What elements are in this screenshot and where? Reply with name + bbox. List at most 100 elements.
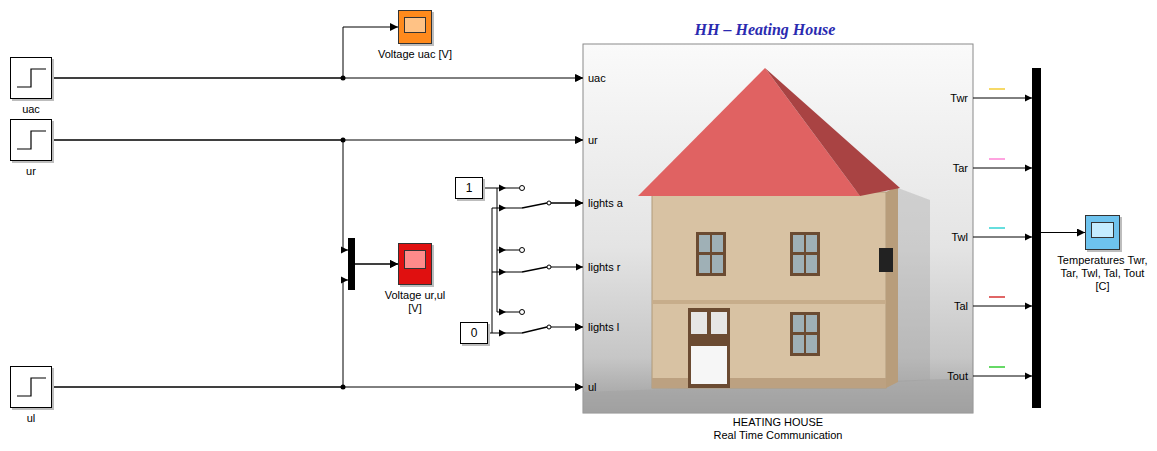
step-icon bbox=[11, 367, 51, 407]
signal-color-tick bbox=[989, 88, 1005, 89]
house-picture bbox=[583, 44, 973, 413]
block-label: uac bbox=[22, 103, 40, 116]
port-arrowhead bbox=[576, 137, 583, 144]
port-arrowhead bbox=[1025, 234, 1032, 241]
port-arrowhead bbox=[1025, 95, 1032, 102]
switch-terminal bbox=[520, 248, 525, 253]
port-arrowhead bbox=[499, 269, 506, 276]
const-block: 0 bbox=[460, 322, 488, 344]
house-facade bbox=[652, 192, 886, 388]
signal-line bbox=[52, 78, 583, 79]
facade-base bbox=[652, 378, 886, 388]
switch-contact bbox=[506, 250, 519, 251]
screen bbox=[1091, 222, 1114, 238]
step-icon bbox=[11, 58, 51, 98]
block-label: HEATING HOUSE bbox=[714, 416, 843, 429]
branch-dot bbox=[341, 76, 346, 81]
port-name: Twr bbox=[950, 92, 968, 105]
door-pane bbox=[711, 312, 727, 334]
port-arrowhead bbox=[1025, 165, 1032, 172]
port-name: Tal bbox=[954, 300, 968, 313]
block-label: Real Time Communication bbox=[714, 429, 843, 442]
switch-arm bbox=[522, 203, 547, 208]
switch-arm bbox=[522, 327, 547, 333]
port-name: ul bbox=[588, 381, 597, 394]
switch-terminal bbox=[547, 325, 551, 329]
constant-value: 1 bbox=[466, 182, 473, 195]
port-arrowhead bbox=[576, 324, 583, 331]
switch-terminal bbox=[547, 201, 551, 205]
window bbox=[790, 312, 820, 356]
display-block: Voltage ur,ul [V] bbox=[398, 243, 432, 285]
door bbox=[688, 308, 730, 388]
signal-line bbox=[52, 27, 398, 78]
wall-box bbox=[879, 248, 893, 272]
port-arrowhead bbox=[576, 75, 583, 82]
caption: uac bbox=[22, 103, 40, 116]
switch-contact bbox=[506, 333, 522, 334]
port-name: lights a bbox=[588, 197, 623, 210]
caption: ur bbox=[26, 165, 36, 178]
port-arrowhead bbox=[499, 309, 506, 316]
block-label: ul bbox=[27, 412, 36, 425]
house-block: HEATING HOUSEReal Time Communication bbox=[583, 44, 973, 413]
caption: 0 bbox=[471, 327, 478, 340]
step-block: uac bbox=[10, 57, 52, 99]
port-name: Tar bbox=[953, 162, 968, 175]
door-pane bbox=[691, 312, 707, 334]
caption: Voltage uac [V] bbox=[378, 48, 452, 61]
step-waveform bbox=[17, 378, 46, 396]
switch-contact bbox=[506, 272, 522, 273]
switch-arm bbox=[522, 267, 547, 272]
port-name: ur bbox=[588, 134, 598, 147]
port-name: Twl bbox=[952, 231, 969, 244]
roof-side bbox=[765, 68, 900, 196]
signal-line bbox=[52, 264, 398, 387]
block-label: ur bbox=[26, 165, 36, 178]
block-label: Voltage uac [V] bbox=[378, 48, 452, 61]
step-block: ur bbox=[10, 119, 52, 161]
screen bbox=[404, 250, 426, 269]
constant-value: 0 bbox=[471, 327, 478, 340]
switch-terminal bbox=[520, 186, 525, 191]
port-arrowhead bbox=[499, 330, 506, 337]
port-arrowhead bbox=[499, 185, 506, 192]
scope-block: Temperatures Twr, Tar, Twl, Tal, Tout [C… bbox=[1085, 215, 1120, 250]
caption: ul bbox=[27, 412, 36, 425]
port-name: lights l bbox=[588, 321, 619, 334]
switch-terminal bbox=[520, 310, 525, 315]
signal-color-tick bbox=[989, 158, 1005, 159]
door-panel bbox=[691, 346, 727, 384]
signal-line bbox=[52, 140, 398, 264]
diagram-title: HH – Heating House bbox=[695, 21, 836, 39]
signal-color-tick bbox=[989, 227, 1005, 228]
caption: Voltage ur,ul [V] bbox=[384, 289, 446, 315]
block-label: Temperatures Twr, Tar, Twl, Tal, Tout [C… bbox=[1053, 254, 1153, 293]
port-name: uac bbox=[588, 72, 606, 85]
block-background bbox=[583, 44, 973, 413]
switch-contact bbox=[506, 208, 522, 209]
port-arrowhead bbox=[499, 205, 506, 212]
window bbox=[790, 232, 820, 276]
signal-color-tick bbox=[989, 366, 1005, 367]
switch-contact bbox=[506, 312, 519, 313]
signal-line bbox=[483, 188, 583, 312]
port-arrowhead bbox=[576, 200, 583, 207]
port-name: lights r bbox=[588, 261, 620, 274]
house-shadow bbox=[898, 188, 930, 382]
step-waveform bbox=[17, 69, 46, 87]
signal-color-tick bbox=[989, 296, 1005, 297]
caption: 1 bbox=[466, 182, 473, 195]
branch-dot bbox=[341, 385, 346, 390]
block-label: Voltage ur,ul [V] bbox=[384, 289, 446, 315]
screen bbox=[404, 17, 426, 33]
port-arrowhead bbox=[1025, 373, 1032, 380]
facade-band bbox=[652, 300, 886, 304]
switch-contact bbox=[506, 188, 519, 189]
signal-line bbox=[973, 98, 1085, 376]
display-block: Voltage uac [V] bbox=[398, 10, 432, 44]
mux-bar bbox=[348, 238, 355, 290]
port-arrowhead bbox=[341, 277, 348, 284]
port-arrowhead bbox=[499, 247, 506, 254]
